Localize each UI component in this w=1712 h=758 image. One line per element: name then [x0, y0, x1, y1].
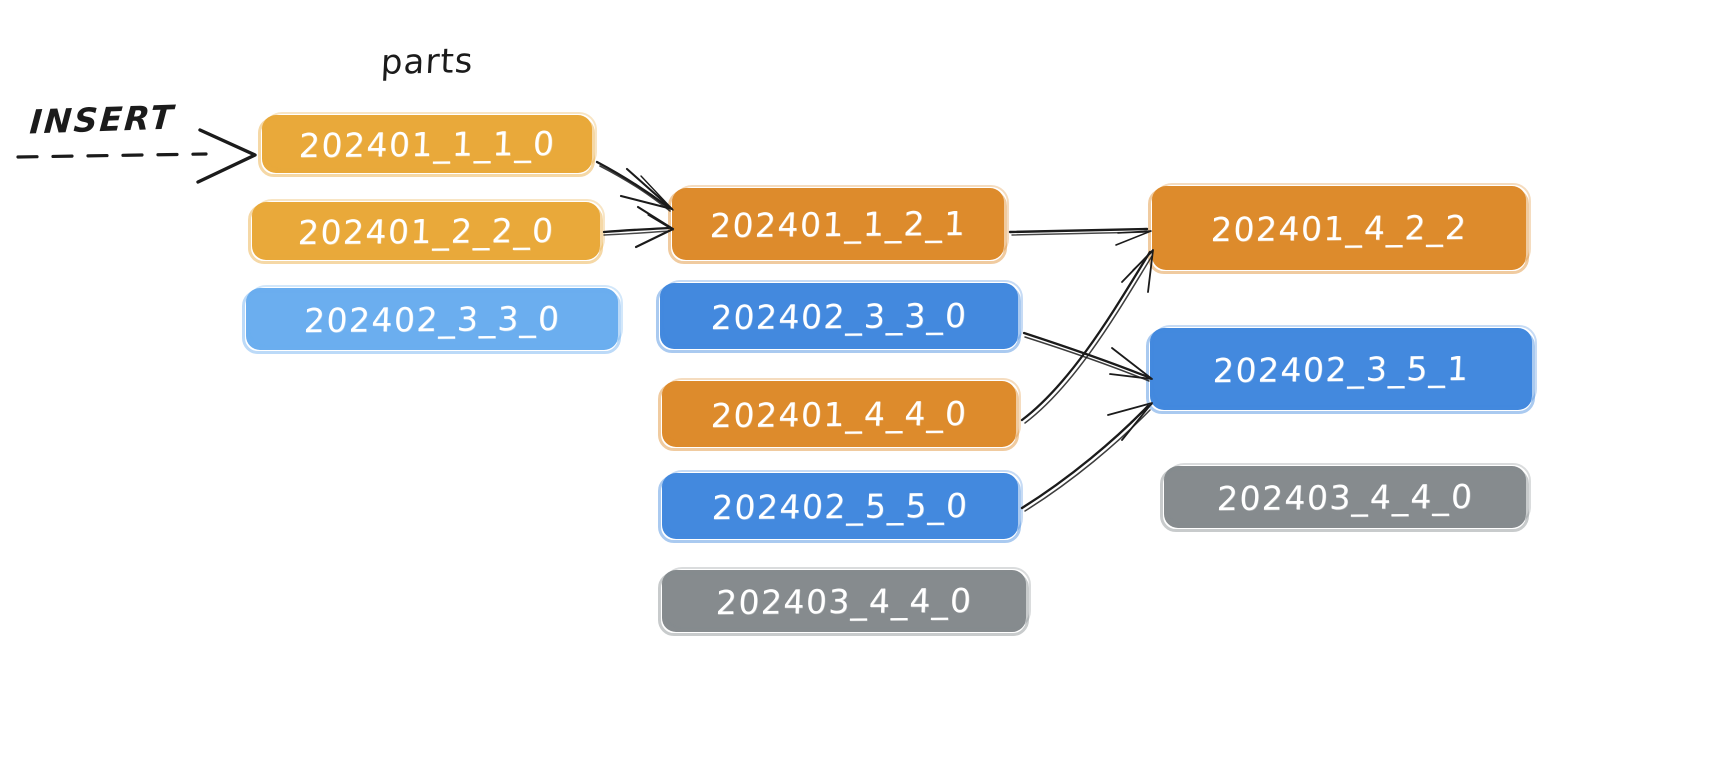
- parts-caption-label: parts: [379, 41, 475, 83]
- part-box-label: 202401_1_2_1: [708, 203, 968, 245]
- part-box-label: 202403_4_4_0: [714, 580, 974, 622]
- part-box-label: 202401_2_2_0: [296, 210, 556, 252]
- part-box-202402_3_3_0[interactable]: 202402_3_3_0: [242, 285, 623, 354]
- part-box-202401_4_4_0[interactable]: 202401_4_4_0: [658, 378, 1021, 451]
- edge-c2b4-to-c3b2: [1020, 402, 1153, 512]
- part-box-202401_2_2_0[interactable]: 202401_2_2_0: [248, 199, 605, 264]
- part-box-202403_4_4_0[interactable]: 202403_4_4_0: [1160, 463, 1531, 532]
- part-box-label: 202403_4_4_0: [1215, 476, 1475, 518]
- part-box-label: 202401_4_4_0: [709, 393, 969, 435]
- part-box-202401_4_2_2[interactable]: 202401_4_2_2: [1148, 183, 1531, 274]
- part-box-label: 202401_4_2_2: [1209, 207, 1469, 249]
- part-box-label: 202402_3_5_1: [1211, 348, 1471, 390]
- insert-label: INSERT: [28, 97, 177, 142]
- edge-c1b1-to-c2b1: [595, 160, 674, 212]
- edge-c2b3-to-c3b1: [1020, 249, 1154, 424]
- part-box-label: 202402_5_5_0: [710, 485, 970, 527]
- part-box-202401_1_1_0[interactable]: 202401_1_1_0: [258, 112, 597, 177]
- part-box-202402_3_5_1[interactable]: 202402_3_5_1: [1146, 325, 1537, 414]
- part-box-label: 202402_3_3_0: [709, 295, 969, 337]
- part-box-202402_5_5_0[interactable]: 202402_5_5_0: [658, 470, 1023, 543]
- part-box-202403_4_4_0[interactable]: 202403_4_4_0: [658, 567, 1031, 636]
- part-box-202402_3_3_0[interactable]: 202402_3_3_0: [656, 280, 1023, 353]
- part-box-label: 202402_3_3_0: [302, 298, 562, 340]
- part-box-label: 202401_1_1_0: [297, 123, 557, 165]
- edge-c1b2-to-c2b1: [602, 205, 675, 249]
- edge-c2b2-to-c3b2: [1022, 331, 1153, 382]
- part-box-202401_1_2_1[interactable]: 202401_1_2_1: [668, 185, 1009, 264]
